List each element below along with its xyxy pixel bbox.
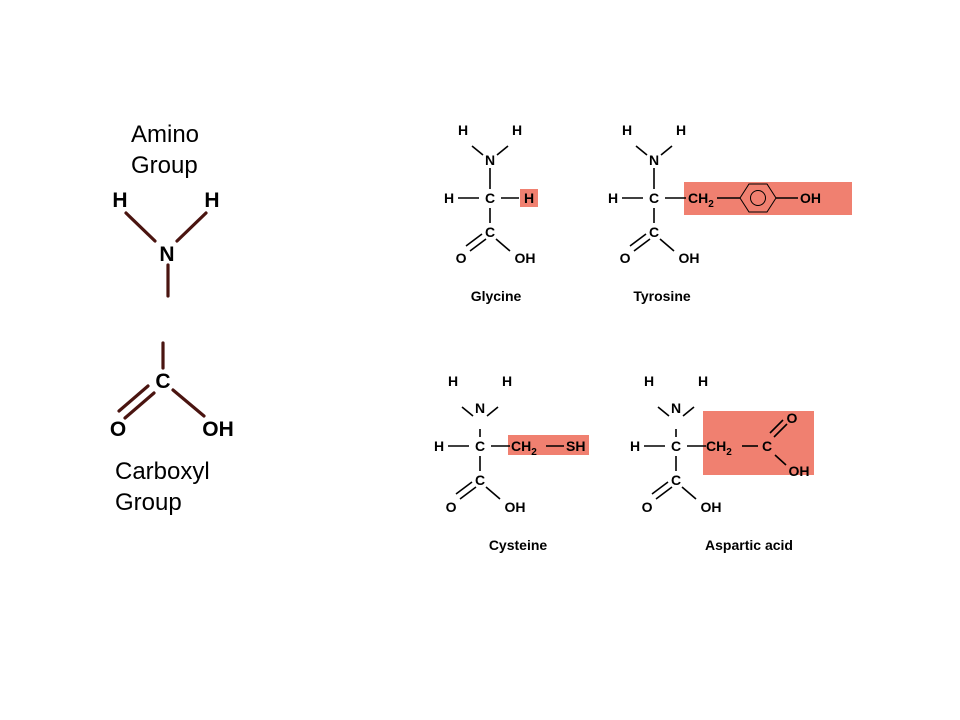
atom-n: N <box>159 243 174 266</box>
atom-ch2: CH2 <box>688 190 714 210</box>
carboxyl-group-structure: C O OH <box>110 341 234 441</box>
bond-c-oh <box>171 388 206 418</box>
tyrosine-structure: H H N H C CH2 OH C O OH <box>608 122 852 266</box>
atom-oh: OH <box>515 250 536 266</box>
atom-c-carboxyl: C <box>475 472 485 488</box>
atom-oh-phenol: OH <box>800 190 821 206</box>
atom-c-side-chain: C <box>762 438 772 454</box>
atom-oh: OH <box>202 418 234 441</box>
amino-caption-line-1: Amino <box>131 121 200 148</box>
atom-o: O <box>446 499 457 515</box>
tyrosine-label: Tyrosine <box>633 288 691 304</box>
amino-caption-line-2: Group <box>131 152 198 179</box>
atom-h: H <box>622 122 632 138</box>
bond-c-o-double-1 <box>123 391 156 420</box>
bond-h-n-left <box>124 211 157 243</box>
amino-group-structure: H H N <box>112 189 220 298</box>
atom-c-alpha: C <box>649 190 659 206</box>
atom-h: H <box>512 122 522 138</box>
cysteine-structure: H H N H C CH2 SH C O OH <box>434 373 589 515</box>
atom-c-carboxyl: C <box>671 472 681 488</box>
atom-n: N <box>649 152 659 168</box>
aspartic-acid-structure: H H N H C CH2 C O OH C O OH <box>630 373 814 515</box>
atom-h: H <box>448 373 458 389</box>
atom-h: H <box>644 373 654 389</box>
atom-o: O <box>620 250 631 266</box>
carboxyl-group-caption: Carboxyl Group <box>115 456 210 518</box>
atom-oh-side-chain: OH <box>789 463 810 479</box>
atom-h-left: H <box>112 189 127 212</box>
atom-h: H <box>444 190 454 206</box>
bond-h-n-right <box>175 211 208 243</box>
atom-n: N <box>671 400 681 416</box>
aspartic-side-chain-highlight <box>703 411 814 475</box>
atom-c-alpha: C <box>671 438 681 454</box>
carboxyl-caption-line-2: Group <box>115 489 182 516</box>
atom-ch2: CH2 <box>706 438 732 458</box>
bond-c-o-double-2 <box>117 384 150 413</box>
atom-h-side-chain: H <box>524 190 534 206</box>
atom-h: H <box>458 122 468 138</box>
atom-h: H <box>630 438 640 454</box>
atom-oh: OH <box>505 499 526 515</box>
amino-group-caption: Amino Group <box>131 119 199 181</box>
atom-o: O <box>456 250 467 266</box>
atom-h-right: H <box>204 189 219 212</box>
atom-o: O <box>110 418 126 441</box>
atom-h: H <box>698 373 708 389</box>
aspartic-acid-label: Aspartic acid <box>705 537 793 553</box>
atom-h: H <box>608 190 618 206</box>
glycine-structure: H H N H C H C O OH <box>444 122 538 266</box>
atom-c-alpha: C <box>475 438 485 454</box>
atom-n: N <box>475 400 485 416</box>
tyrosine-side-chain-highlight <box>684 182 852 215</box>
atom-o: O <box>642 499 653 515</box>
atom-h: H <box>434 438 444 454</box>
atom-h: H <box>502 373 512 389</box>
atom-c: C <box>155 370 170 393</box>
atom-oh: OH <box>701 499 722 515</box>
atom-c-carboxyl: C <box>485 224 495 240</box>
glycine-side-chain-highlight <box>520 189 538 207</box>
atom-c-alpha: C <box>485 190 495 206</box>
cysteine-side-chain-highlight <box>508 435 589 455</box>
atom-sh: SH <box>566 438 585 454</box>
atom-c-carboxyl: C <box>649 224 659 240</box>
atom-h: H <box>676 122 686 138</box>
atom-n: N <box>485 152 495 168</box>
atom-oh: OH <box>679 250 700 266</box>
atom-o-side-chain: O <box>787 410 798 426</box>
cysteine-label: Cysteine <box>489 537 548 553</box>
glycine-label: Glycine <box>471 288 522 304</box>
atom-ch2: CH2 <box>511 438 537 458</box>
carboxyl-caption-line-1: Carboxyl <box>115 458 210 485</box>
